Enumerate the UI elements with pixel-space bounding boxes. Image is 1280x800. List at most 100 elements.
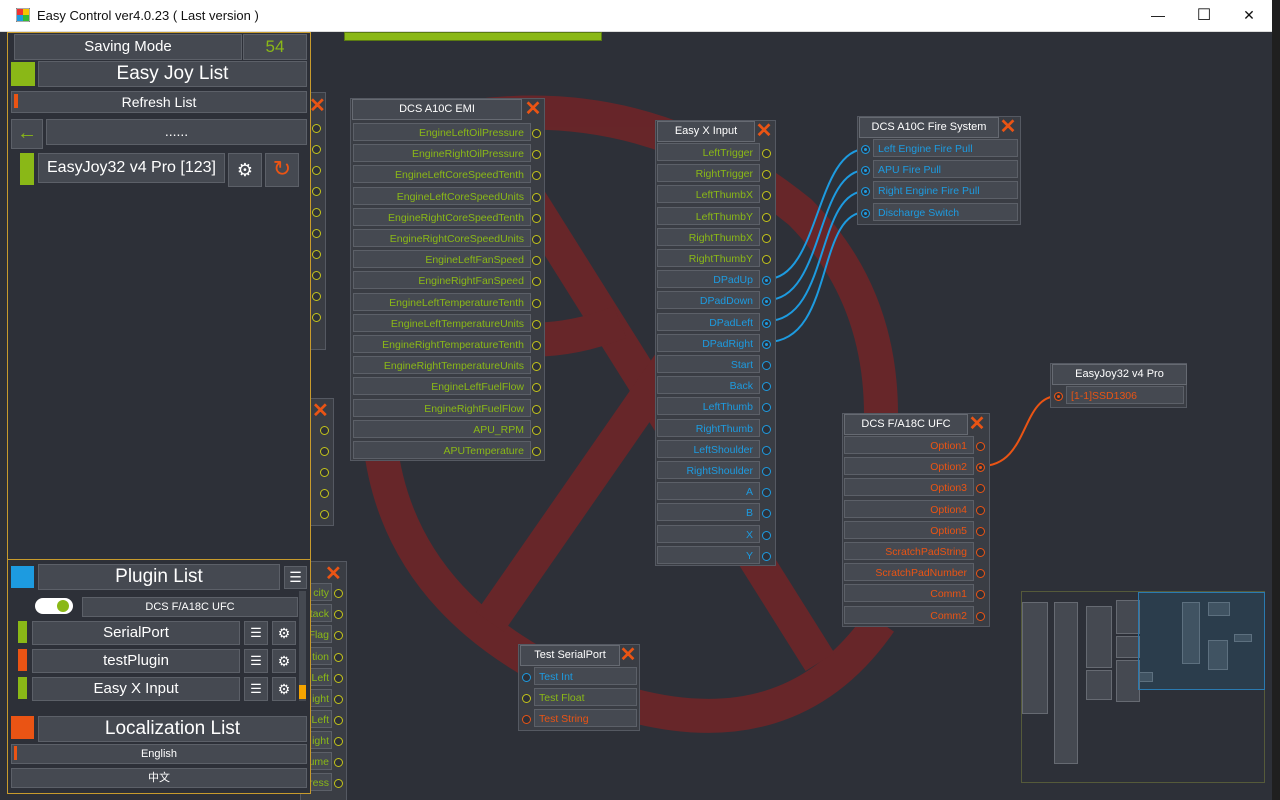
port-connector[interactable]: [861, 166, 870, 176]
port-connector[interactable]: [861, 187, 870, 197]
port-connector[interactable]: [976, 505, 985, 515]
node-easyjoy32-v4-pro[interactable]: EasyJoy32 v4 Pro✕[1-1]SSD1306: [1050, 363, 1187, 408]
port-connector[interactable]: [762, 233, 771, 243]
port-connector[interactable]: [532, 447, 541, 456]
port-connector[interactable]: [1054, 392, 1063, 401]
close-node-icon[interactable]: ✕: [968, 413, 986, 435]
port-row[interactable]: Option1: [844, 436, 974, 454]
port-connector[interactable]: [532, 362, 541, 372]
port-connector[interactable]: [532, 404, 541, 414]
port-row[interactable]: Option5: [844, 520, 974, 539]
port-row[interactable]: EngineRightFanSpeed: [353, 271, 531, 290]
close-button[interactable]: ✕: [1243, 7, 1255, 23]
close-node-icon[interactable]: ✕: [755, 120, 773, 142]
plugin-toggle[interactable]: [35, 598, 73, 614]
port-connector[interactable]: [861, 208, 870, 218]
port-row[interactable]: EngineLeftTemperatureUnits: [353, 313, 531, 332]
port-row[interactable]: LeftThumbY: [657, 206, 760, 225]
maximize-button[interactable]: ☐: [1196, 7, 1212, 24]
port-row[interactable]: Comm1: [844, 584, 974, 603]
saving-mode-button[interactable]: Saving Mode: [14, 34, 242, 60]
port-connector[interactable]: [762, 276, 771, 286]
port-row[interactable]: Back: [657, 376, 760, 395]
port-row[interactable]: B: [657, 503, 760, 522]
plugin-item[interactable]: testPlugin: [32, 649, 240, 673]
close-node-icon[interactable]: ✕: [312, 400, 329, 422]
node-dcs-a10c-fire-system[interactable]: DCS A10C Fire System✕Left Engine Fire Pu…: [857, 116, 1021, 225]
port-row[interactable]: X: [657, 524, 760, 543]
port-connector[interactable]: [976, 611, 985, 621]
port-row[interactable]: ScratchPadString: [844, 542, 974, 560]
port-row[interactable]: Test Float: [534, 688, 637, 706]
port-row[interactable]: [1-1]SSD1306: [1066, 386, 1184, 404]
close-node-icon[interactable]: ✕: [524, 98, 542, 120]
port-connector[interactable]: [976, 526, 985, 536]
port-row[interactable]: Left Engine Fire Pull: [873, 139, 1018, 157]
port-connector[interactable]: [976, 590, 985, 600]
plugin-item[interactable]: Easy X Input: [32, 677, 240, 701]
port-connector[interactable]: [762, 530, 771, 540]
port-connector[interactable]: [532, 425, 541, 435]
port-row[interactable]: DPadDown: [657, 291, 760, 310]
port-row[interactable]: EngineLeftFuelFlow: [353, 377, 531, 396]
port-row[interactable]: EngineRightFuelFlow: [353, 398, 531, 417]
port-connector[interactable]: [762, 170, 771, 180]
port-connector[interactable]: [522, 694, 531, 703]
port-row[interactable]: Y: [657, 545, 760, 564]
port-connector[interactable]: [762, 382, 771, 392]
port-connector[interactable]: [522, 673, 531, 682]
port-row[interactable]: EngineRightTemperatureTenth: [353, 335, 531, 353]
port-row[interactable]: Comm2: [844, 605, 974, 624]
port-connector[interactable]: [976, 442, 985, 451]
port-connector[interactable]: [762, 403, 771, 413]
port-connector[interactable]: [762, 339, 771, 349]
port-connector[interactable]: [532, 235, 541, 244]
port-connector[interactable]: [861, 145, 870, 154]
port-connector[interactable]: [762, 255, 771, 264]
port-connector[interactable]: [762, 509, 771, 519]
port-row[interactable]: Right Engine Fire Pull: [873, 181, 1018, 200]
port-connector[interactable]: [762, 467, 771, 476]
port-row[interactable]: Test Int: [534, 667, 637, 685]
port-connector[interactable]: [532, 277, 541, 287]
port-connector[interactable]: [532, 150, 541, 160]
port-connector[interactable]: [762, 424, 771, 434]
port-connector[interactable]: [976, 463, 985, 473]
port-row[interactable]: Test String: [534, 709, 637, 727]
port-row[interactable]: LeftShoulder: [657, 439, 760, 458]
port-row[interactable]: RightThumb: [657, 418, 760, 437]
language-english[interactable]: English: [11, 744, 307, 764]
close-node-icon[interactable]: ✕: [325, 563, 342, 585]
port-row[interactable]: EngineLeftOilPressure: [353, 123, 531, 141]
close-node-icon[interactable]: ✕: [999, 116, 1017, 138]
port-row[interactable]: A: [657, 482, 760, 501]
port-row[interactable]: DPadRight: [657, 333, 760, 352]
port-row[interactable]: RightThumbY: [657, 249, 760, 267]
port-connector[interactable]: [762, 445, 771, 455]
port-row[interactable]: LeftThumb: [657, 397, 760, 416]
port-row[interactable]: APU_RPM: [353, 419, 531, 438]
plugin-settings-gear-icon[interactable]: ⚙: [272, 621, 296, 645]
minimize-button[interactable]: —: [1151, 7, 1165, 23]
plugin-list-icon[interactable]: ☰: [244, 621, 268, 645]
plugin-list-icon[interactable]: ☰: [244, 677, 268, 701]
port-row[interactable]: EngineLeftTemperatureTenth: [353, 292, 531, 311]
port-row[interactable]: DPadLeft: [657, 312, 760, 331]
port-row[interactable]: LeftTrigger: [657, 143, 760, 161]
device-item[interactable]: EasyJoy32 v4 Pro [123]: [38, 153, 225, 183]
port-row[interactable]: Option2: [844, 457, 974, 476]
port-connector[interactable]: [762, 149, 771, 158]
port-row[interactable]: EngineLeftCoreSpeedTenth: [353, 165, 531, 184]
minimap[interactable]: [1021, 591, 1265, 783]
port-row[interactable]: ScratchPadNumber: [844, 563, 974, 582]
language-chinese[interactable]: 中文: [11, 768, 307, 788]
port-connector[interactable]: [762, 297, 771, 307]
port-row[interactable]: Option3: [844, 478, 974, 497]
port-row[interactable]: EngineLeftFanSpeed: [353, 250, 531, 269]
port-row[interactable]: EngineRightCoreSpeedUnits: [353, 229, 531, 247]
minimap-viewport[interactable]: [1138, 592, 1265, 690]
